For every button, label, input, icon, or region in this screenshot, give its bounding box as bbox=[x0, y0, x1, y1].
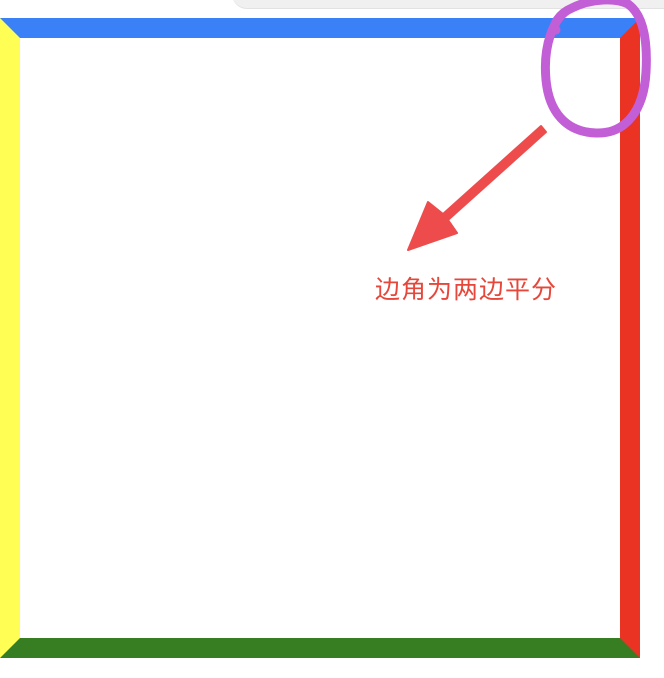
caption-text: 边角为两边平分 bbox=[375, 275, 558, 304]
browser-top-strip bbox=[0, 0, 664, 20]
four-color-bordered-box bbox=[0, 18, 640, 658]
browser-toolbar-edge bbox=[232, 0, 664, 9]
